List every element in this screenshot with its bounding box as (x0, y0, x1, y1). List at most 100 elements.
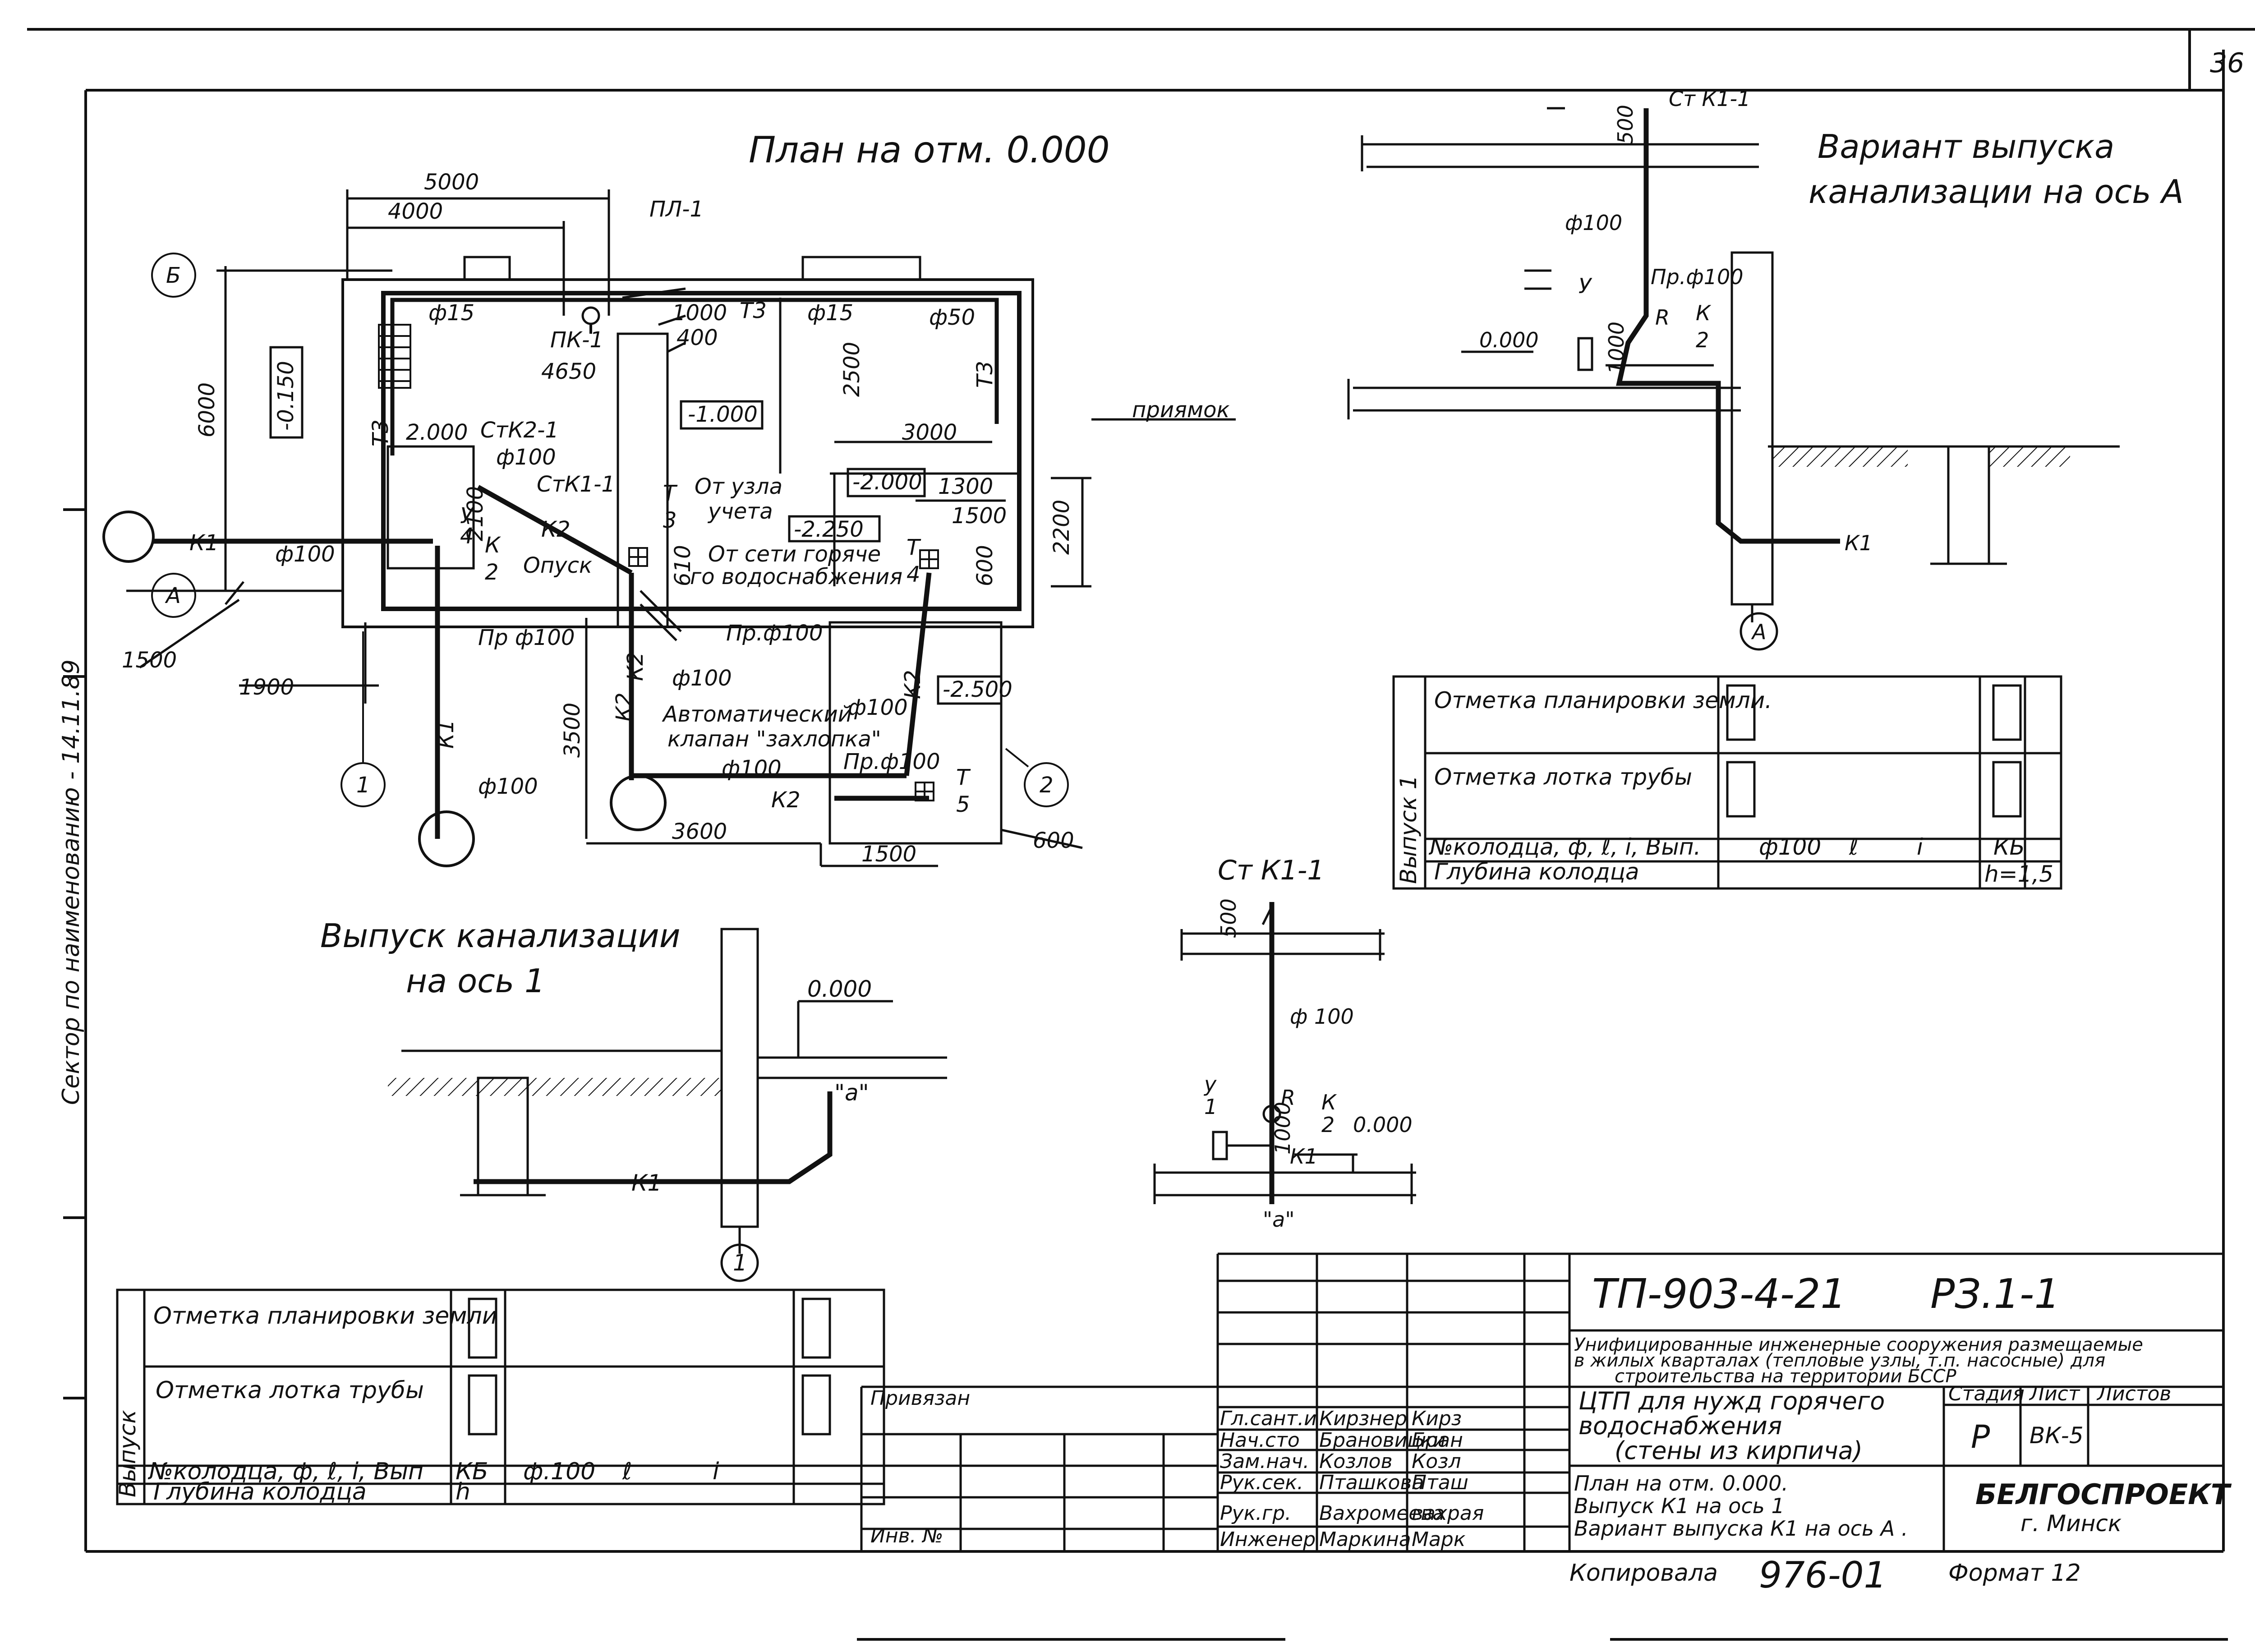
label-pl1: ПЛ-1 (649, 197, 704, 222)
plan-title: План на отм. 0.000 (749, 129, 1110, 171)
variant-a-d1000: 1000 (1604, 322, 1629, 374)
riser-d100: ф 100 (1290, 1004, 1354, 1029)
stamp-privyazan: Привязан (870, 1387, 970, 1410)
stamp-copied-label: Копировала (1569, 1560, 1718, 1587)
plan-drawing: План на отм. 0.000 (102, 129, 1236, 867)
table-right-row3-v3: i (1917, 834, 1923, 860)
outlet-table-right: Выпуск 1 Отметка планировки земли. Отмет… (1392, 675, 2062, 890)
label-t-4: Т (907, 535, 921, 560)
plan-walls (341, 256, 1034, 845)
riser-level: 0.000 (1353, 1113, 1413, 1137)
dim-400: 400 (676, 325, 718, 350)
label-t3-num: 3 (663, 508, 677, 533)
stamp-obj3: (стены из кирпича) (1615, 1436, 1863, 1465)
table-right-row1-label: Отметка планировки земли. (1434, 687, 1772, 713)
table-left-vertical: Выпуск (115, 1410, 141, 1497)
stamp-cont3: Вариант выпуска К1 на ось А . (1574, 1516, 1908, 1541)
outlet1-a: "а" (834, 1080, 869, 1106)
dim-600a: 600 (972, 545, 998, 586)
label-priyamok: приямок (1132, 397, 1230, 423)
variant-a-axis: А (1751, 620, 1766, 644)
riser-u: у (1203, 1072, 1217, 1096)
stamp-role-2: Нач.сто (1220, 1429, 1300, 1452)
stamp-cont2: Выпуск К1 на ось 1 (1574, 1494, 1785, 1518)
stamp-h-sheet: Лист (2029, 1382, 2080, 1405)
label-pk1: ПК-1 (550, 327, 603, 353)
label-gvs1: От сети горяче (708, 542, 881, 567)
dim-4650: 4650 (541, 359, 596, 384)
label-uzel2: учета (707, 499, 773, 524)
stamp-sign-3: Козл (1412, 1450, 1461, 1473)
dim-600b: 600 (1033, 828, 1074, 853)
label-klapan2: клапан "захлопка" (667, 727, 881, 752)
table-right-vertical: Выпуск 1 (1395, 775, 1422, 884)
riser-k: К (1321, 1090, 1337, 1114)
plan-dimlines (126, 189, 1236, 867)
stamp-name-2: Брановицки (1319, 1429, 1445, 1452)
sheet-frame (27, 28, 2255, 1641)
label-uzel1: От узла (695, 474, 782, 499)
variant-a-pr100: Пр.ф100 (1651, 265, 1744, 289)
stamp-org: БЕЛГОСПРОЕКТ (1975, 1478, 2232, 1511)
stamp-sign-1: Кирз (1412, 1407, 1462, 1430)
stamp-sign-5: вахрая (1412, 1502, 1484, 1525)
label-klapan1: Автоматический (662, 702, 852, 727)
outlet1-title1: Выпуск канализации (320, 917, 681, 955)
stamp-sign-4: Пташ (1412, 1471, 1468, 1494)
label-k2b: К2 (623, 652, 648, 681)
label-t3a: Т3 (740, 298, 767, 323)
table-right-row2-label: Отметка лотка трубы (1434, 764, 1692, 790)
table-left-row1-label: Отметка планировки земли (153, 1302, 497, 1330)
riser-k2: 2 (1321, 1113, 1335, 1137)
stamp-sign-6: Марк (1412, 1528, 1466, 1551)
label-k2a: К2 (541, 517, 571, 542)
table-left-row3-label: №колодца, ф, ℓ, i, Вып (147, 1458, 423, 1485)
dim-1300: 1300 (938, 474, 993, 499)
variant-a-k1: К1 (1845, 531, 1873, 555)
axis-a: А (165, 583, 181, 608)
outlet1-k1: К1 (631, 1170, 662, 1196)
table-right-row3-label: №колодца, ф, ℓ, i, Вып. (1428, 834, 1701, 860)
dim-3500: 3500 (560, 703, 585, 758)
table-left-row3-v4: i (713, 1458, 719, 1485)
variant-a-level: 0.000 (1479, 328, 1539, 352)
label-opusk: Опуск (523, 553, 592, 578)
riser-a: "а" (1263, 1207, 1295, 1232)
axis-1: 1 (356, 773, 370, 798)
outlet1-axis: 1 (733, 1250, 747, 1276)
label-d100d: ф100 (848, 695, 908, 720)
stamp-part: РЗ.1-1 (1930, 1270, 2060, 1318)
level-m2000: -2.000 (852, 469, 922, 495)
stamp-name-4: Пташкова (1319, 1471, 1424, 1494)
stamp-city: г. Минск (2020, 1510, 2122, 1537)
level-boxes (269, 346, 1003, 705)
label-pr100b: Пр.ф100 (843, 749, 940, 774)
dim-2100: 2100 (463, 486, 488, 541)
dim-2000: 2.000 (406, 420, 468, 445)
table-right-row4-label: Глубина колодца (1434, 859, 1639, 885)
stamp-inv: Инв. № (870, 1524, 943, 1547)
stamp-stage: Р (1971, 1418, 1990, 1455)
stamp-sheet: ВК-5 (2030, 1422, 2084, 1449)
title-block: Привязан Инв. № Гл.сант.и Нач.сто Зам.на… (860, 1252, 2232, 1596)
table-left-row3-v1: КБ (456, 1458, 488, 1485)
plan-axis-markers (151, 253, 1069, 807)
label-k1a: К1 (189, 530, 219, 556)
stamp-name-6: Маркина (1319, 1528, 1411, 1551)
label-d50: ф50 (929, 305, 975, 330)
sewer-pipes (153, 485, 932, 839)
dim-610: 610 (670, 545, 695, 586)
label-k-2: К (485, 533, 501, 558)
label-u4-num: 4 (460, 524, 474, 549)
stamp-desc3: строительства на территории БССР (1615, 1366, 1957, 1387)
table-left-row2-label: Отметка лотка трубы (156, 1377, 424, 1404)
variant-a-d500: 500 (1613, 105, 1638, 144)
label-k2-num: 2 (485, 560, 499, 585)
label-t5-num: 5 (956, 792, 970, 817)
label-t4-num: 4 (907, 562, 920, 587)
dim-1500b: 1500 (861, 842, 916, 867)
label-t-5: Т (956, 765, 971, 790)
label-gvs2: го водоснабжения (690, 564, 902, 589)
outlet1-title2: на ось 1 (406, 962, 545, 1000)
stamp-code: ТП-903-4-21 (1592, 1270, 1846, 1318)
